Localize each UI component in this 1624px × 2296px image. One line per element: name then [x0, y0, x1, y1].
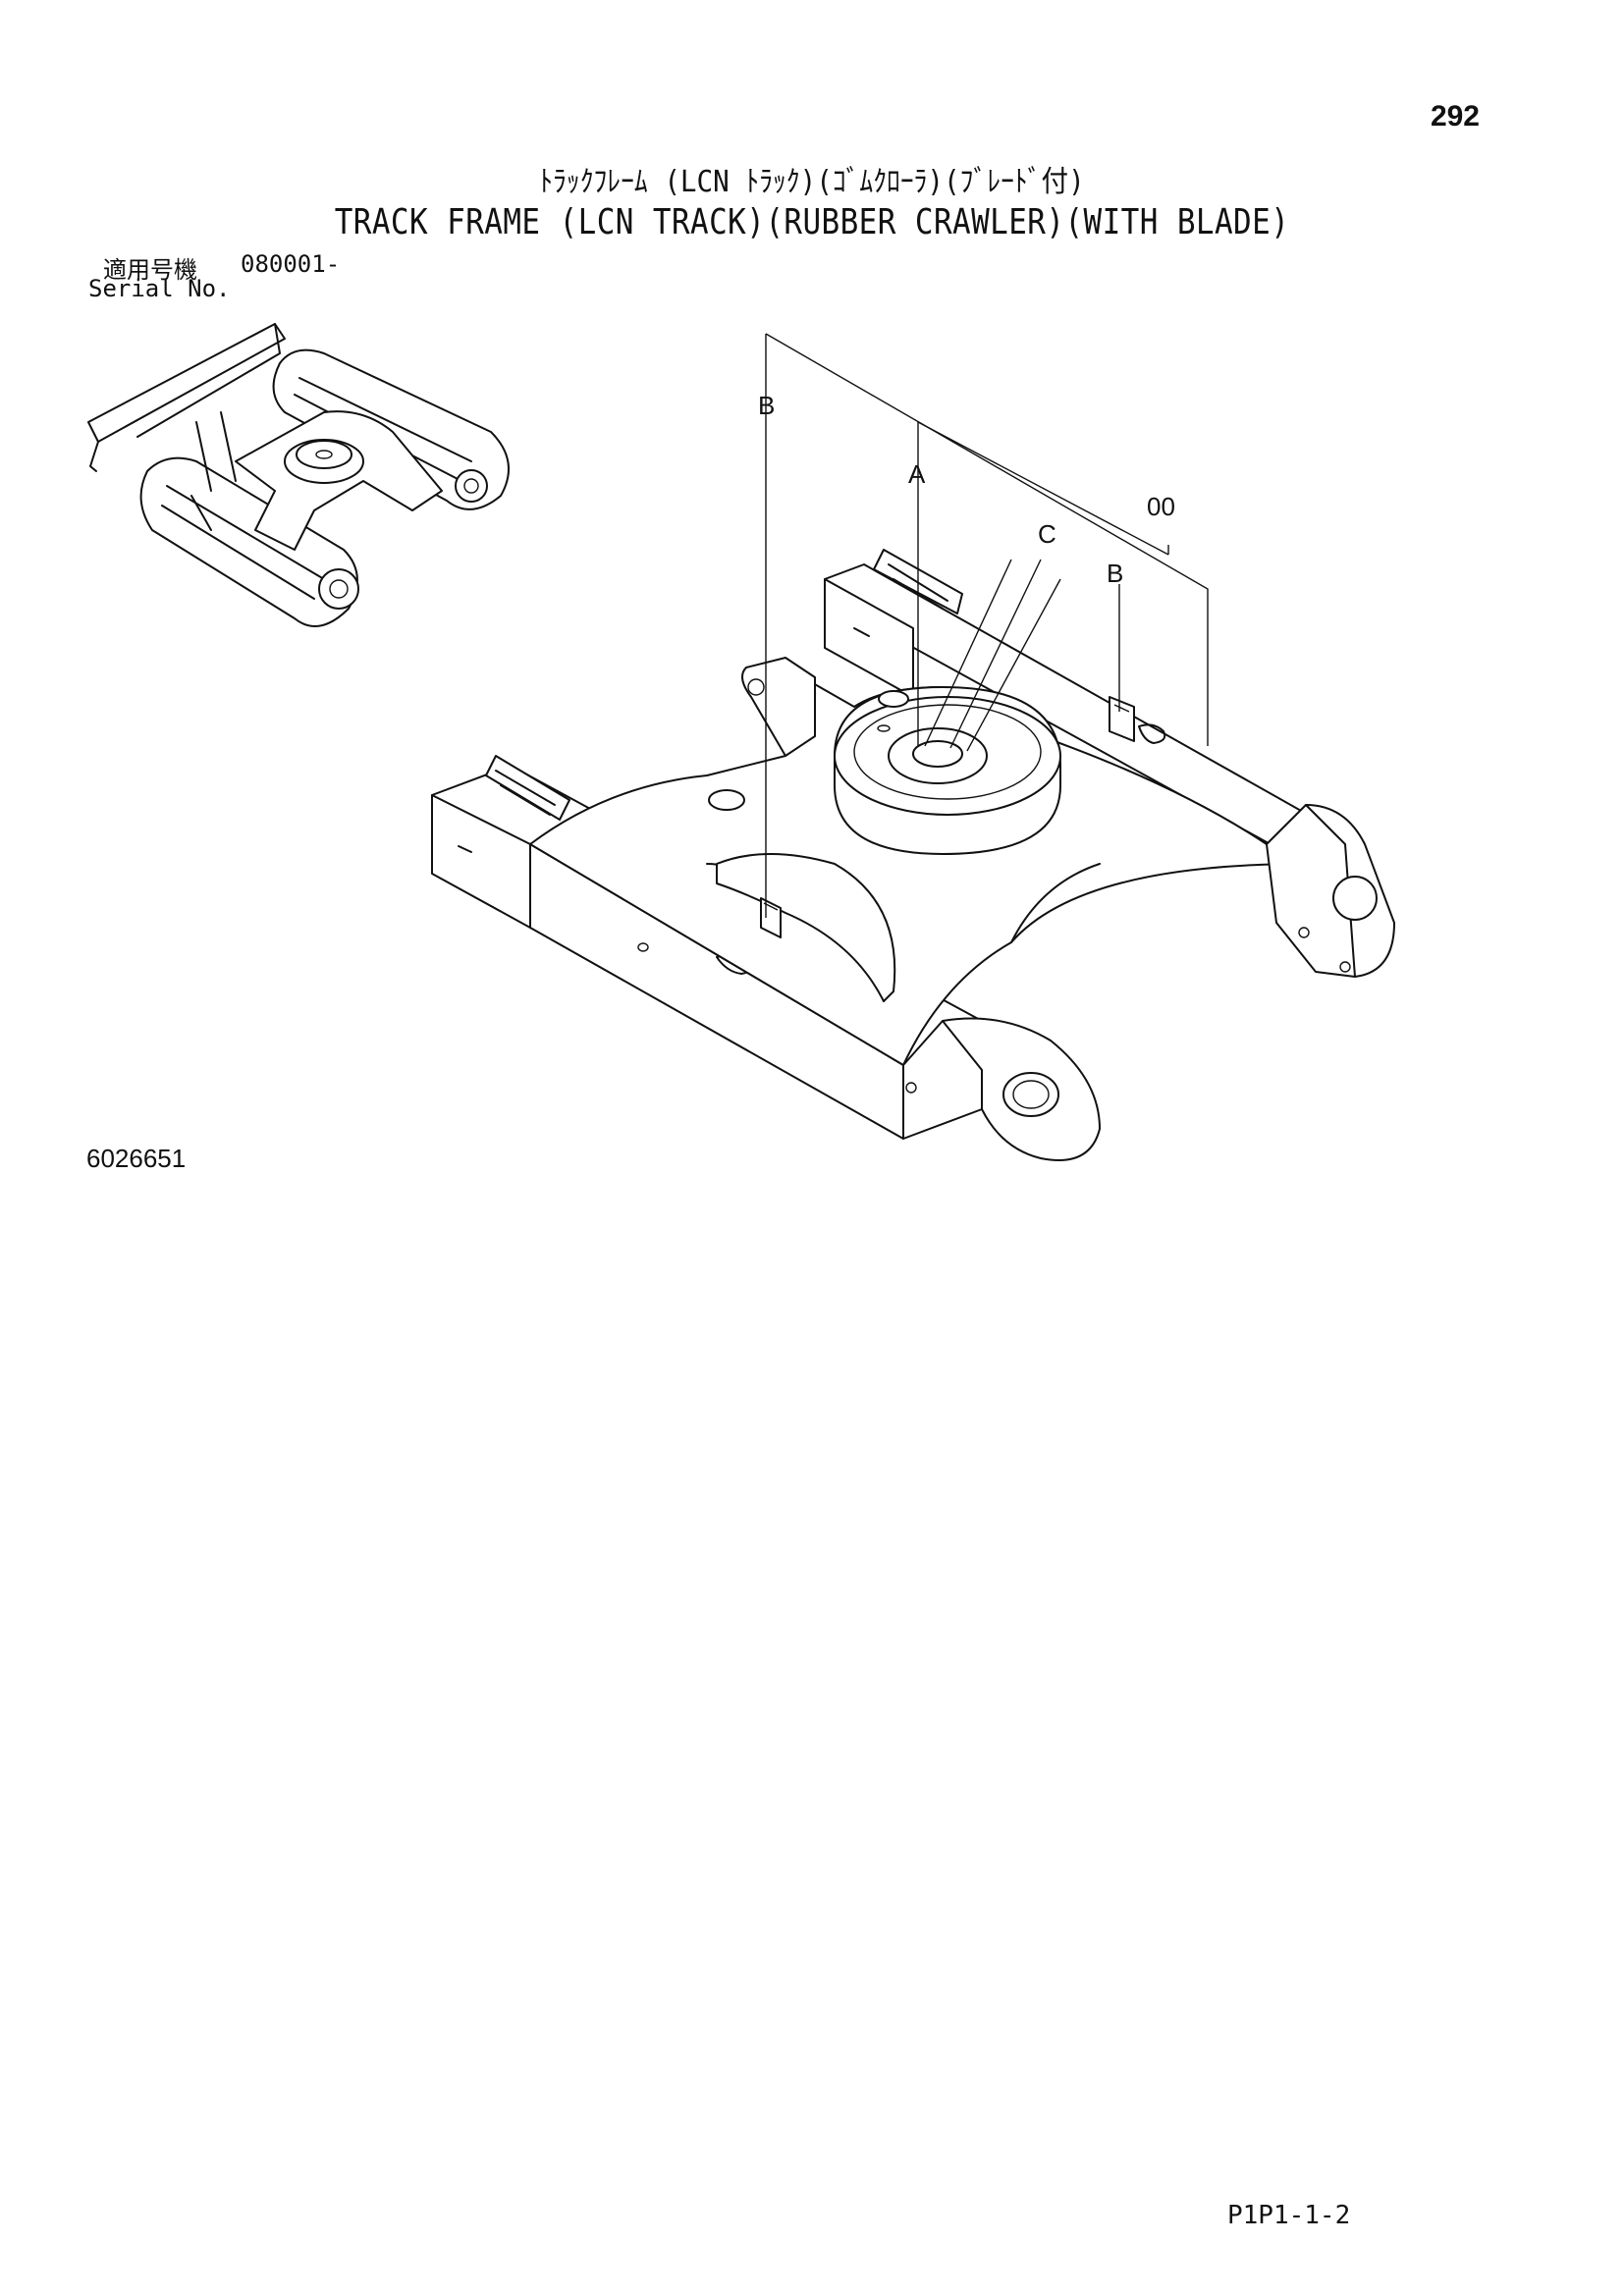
serial-label-english: Serial No. — [88, 275, 231, 302]
page-number: 292 — [1430, 100, 1480, 133]
callout-b-right: B — [1107, 559, 1123, 588]
figure-code: 6026651 — [86, 1144, 187, 1173]
serial-number-value: 080001- — [241, 250, 341, 278]
sheet-code: P1P1-1-2 — [1227, 2201, 1351, 2230]
callout-assembly: 00 — [1147, 492, 1175, 521]
title-japanese: ﾄﾗｯｸﾌﾚｰﾑ (LCN ﾄﾗｯｸ)(ｺﾞﾑｸﾛｰﾗ)(ﾌﾞﾚｰﾄﾞ付) — [539, 165, 1085, 199]
callout-b-left: B — [758, 391, 775, 420]
serial-label-japanese: 適用号機 — [103, 256, 197, 284]
callout-group: B A C 00 B — [758, 333, 1209, 918]
callout-c: C — [1038, 519, 1056, 549]
track-frame-illustration — [431, 549, 1395, 1161]
overview-illustration — [87, 323, 510, 627]
callout-a: A — [908, 459, 926, 489]
title-english: TRACK FRAME (LCN TRACK)(RUBBER CRAWLER)(… — [334, 202, 1290, 242]
